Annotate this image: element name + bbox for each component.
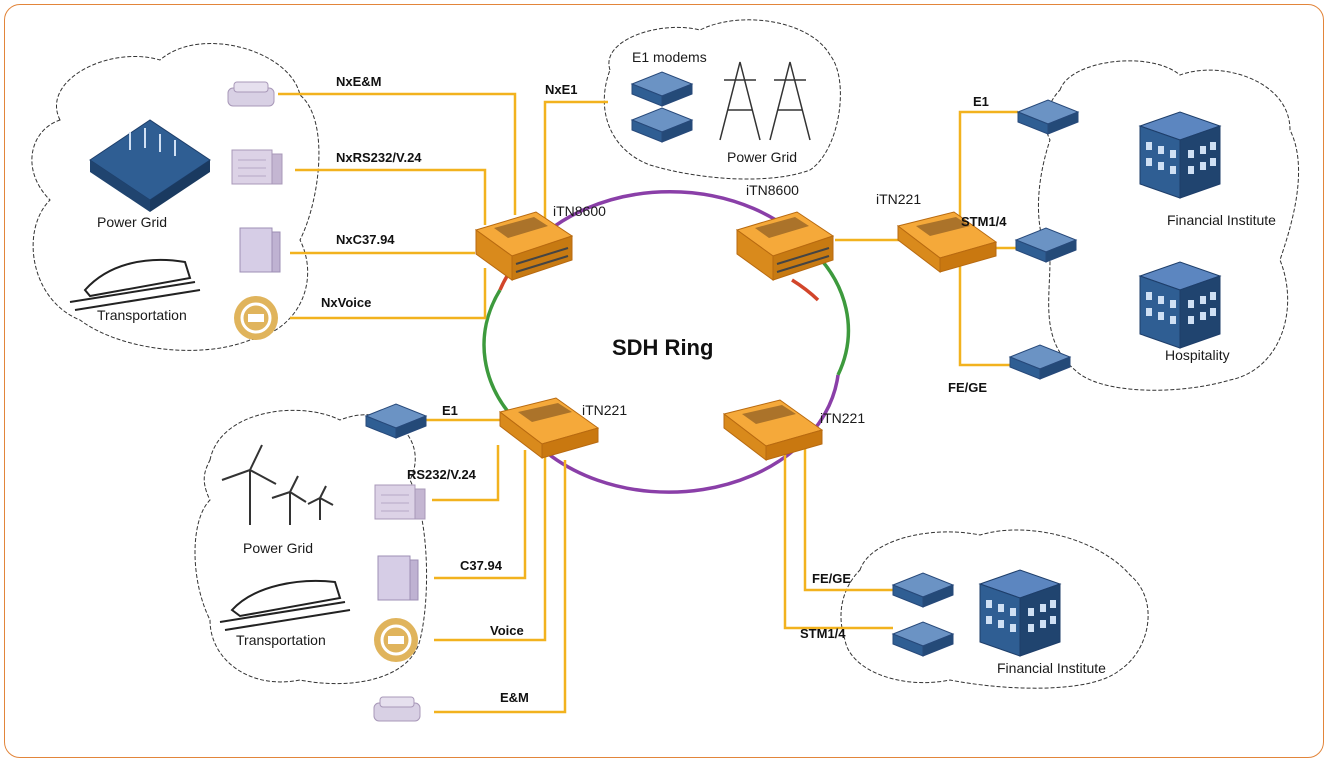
cloud-top-left <box>31 43 320 351</box>
link-label: RS232/V.24 <box>407 467 477 482</box>
itn221-bottom-right-device[interactable] <box>723 399 823 461</box>
link-label: E1 <box>442 403 458 418</box>
power-grid-label: Power Grid <box>97 214 167 230</box>
train-icon <box>69 258 201 311</box>
link-label: NxRS232/V.24 <box>336 150 422 165</box>
node-label-itn221: iTN221 <box>820 410 865 426</box>
link-label: NxC37.94 <box>336 232 395 247</box>
financial-building-icon <box>979 569 1061 657</box>
link-label: STM1/4 <box>800 626 846 641</box>
power-tower-icon <box>719 61 811 141</box>
rs232-device-icon <box>374 484 426 520</box>
financial-building-icon <box>1139 111 1221 199</box>
cloud-top-center <box>603 19 841 180</box>
c3794-device-icon <box>377 555 419 601</box>
link-label: E&M <box>500 690 529 705</box>
e1-modem-icon <box>631 107 693 143</box>
rs232-device-icon <box>231 149 283 185</box>
em-modem-icon <box>227 81 275 107</box>
link-label: C37.94 <box>460 558 503 573</box>
financial-institute-label: Financial Institute <box>1167 212 1276 228</box>
transportation-label: Transportation <box>236 632 326 648</box>
transportation-label: Transportation <box>97 307 187 323</box>
link-label: NxE&M <box>336 74 382 89</box>
diagram-frame <box>4 4 1324 758</box>
link-label: NxE1 <box>545 82 578 97</box>
train-icon <box>219 579 351 631</box>
e1-modem-icon <box>1017 99 1079 135</box>
power-grid-label: Power Grid <box>727 149 797 165</box>
node-label-itn8600: iTN8600 <box>746 182 799 198</box>
router-icon <box>1009 344 1071 380</box>
ring-label: SDH Ring <box>612 335 713 360</box>
switch-icon <box>892 621 954 657</box>
e1-modems-label: E1 modems <box>632 49 707 65</box>
cloud-bottom-right <box>840 529 1149 689</box>
cloud-bottom-left <box>194 409 428 685</box>
financial-institute-label: Financial Institute <box>997 660 1106 676</box>
e1-modem-icon <box>365 403 427 439</box>
voice-device-icon <box>232 294 280 342</box>
wind-turbine-icon <box>221 444 334 525</box>
power-grid-substation-icon <box>89 119 211 212</box>
router-icon <box>892 572 954 608</box>
link-label: NxVoice <box>321 295 371 310</box>
hospitality-label: Hospitality <box>1165 347 1230 363</box>
links <box>278 92 1018 714</box>
itn8600-top-right-device[interactable] <box>736 211 834 281</box>
power-grid-label: Power Grid <box>243 540 313 556</box>
link-label: FE/GE <box>948 380 987 395</box>
switch-icon <box>1015 227 1077 263</box>
link-label: FE/GE <box>812 571 851 586</box>
link-label: STM1/4 <box>961 214 1007 229</box>
link-label: Voice <box>490 623 524 638</box>
voice-device-icon <box>372 616 420 664</box>
e1-modem-icon <box>631 71 693 107</box>
hospital-building-icon <box>1139 261 1221 349</box>
node-label-itn221: iTN221 <box>876 191 921 207</box>
node-label-itn8600: iTN8600 <box>553 203 606 219</box>
link-label: E1 <box>973 94 989 109</box>
node-label-itn221: iTN221 <box>582 402 627 418</box>
em-modem-icon <box>373 696 421 722</box>
c3794-device-icon <box>239 227 281 273</box>
